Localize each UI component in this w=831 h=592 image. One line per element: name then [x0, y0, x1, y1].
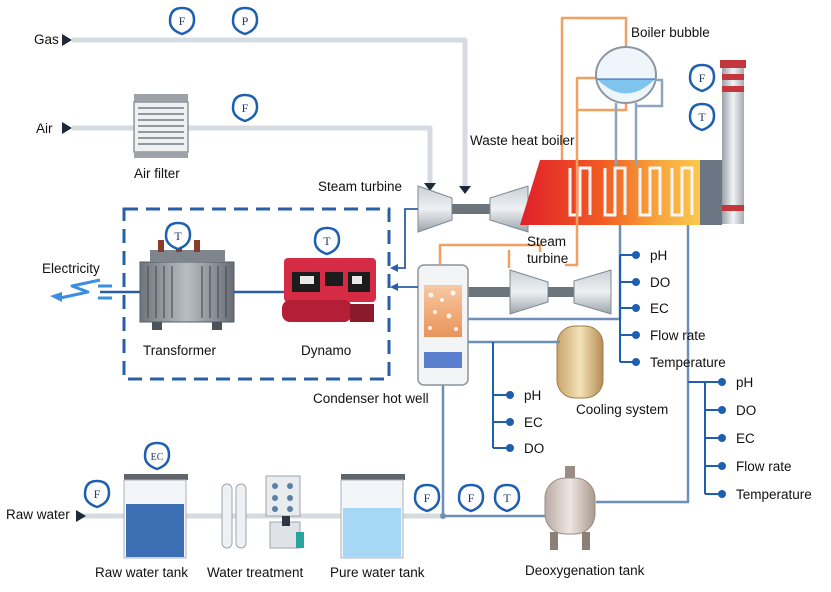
condenser-hot-well-label: Condenser hot well — [313, 391, 429, 406]
air-label: Air — [36, 121, 53, 136]
condenser-hot-well — [417, 264, 469, 386]
water-treatment-unit — [221, 475, 304, 549]
water-treatment-label: Water treatment — [207, 565, 304, 580]
gas-label: Gas — [34, 32, 59, 47]
dynamo-label: Dynamo — [301, 343, 352, 358]
electricity-output — [50, 278, 112, 302]
cooling-system — [556, 325, 604, 399]
transformer-label: Transformer — [143, 343, 217, 358]
steam-turbine-2-label: Steam turbine — [527, 234, 569, 266]
measurement-dots — [506, 251, 726, 498]
feed-measure-item: pH — [736, 375, 754, 390]
dynamo — [282, 258, 376, 322]
transformer-temperature-tag: T — [174, 229, 182, 243]
chimney — [720, 60, 746, 224]
gas-turbine-arrow — [459, 186, 471, 194]
gas-pipe — [72, 37, 468, 190]
generation-enclosure — [122, 207, 391, 381]
raw-tank-ec-tag: EC — [151, 452, 164, 463]
deoxygenation-tank-label: Deoxygenation tank — [525, 563, 645, 578]
feed-measure-item: Temperature — [736, 487, 812, 502]
steam-measure-item: Temperature — [650, 355, 726, 370]
air-filter — [133, 94, 189, 158]
drum-downcomer — [614, 78, 664, 165]
steam-turbine-1 — [417, 185, 540, 233]
air-turbine-arrow — [424, 183, 436, 191]
air-flow-tag: F — [242, 101, 249, 115]
sensor-pins — [83, 6, 716, 513]
condensate-measure-item: pH — [524, 388, 542, 403]
deoxygenation-tank-shape — [544, 466, 596, 550]
gas-pressure-tag: P — [242, 14, 249, 28]
air-inlet-arrow — [62, 122, 72, 134]
gas-inlet-arrow — [62, 34, 72, 46]
steam-measure-item: Flow rate — [650, 328, 706, 343]
junction-dot — [440, 513, 446, 519]
boiler-drum — [595, 46, 657, 104]
gas-flow-tag: F — [179, 14, 186, 28]
air-pipe — [72, 125, 433, 185]
steam-turbine-2 — [455, 269, 612, 315]
steam-measure-item: pH — [650, 248, 668, 263]
stack-temperature-tag: T — [698, 110, 706, 124]
sensor-pin-labels: F P F F T T T EC F F F T — [94, 14, 707, 505]
pure-water-tank-label: Pure water tank — [330, 565, 425, 580]
steam-turbine-1-label: Steam turbine — [318, 179, 403, 194]
steam-measure-item: DO — [650, 275, 671, 290]
electricity-label: Electricity — [42, 261, 100, 276]
feed-temperature-tag: T — [503, 491, 511, 505]
feed-measure-item: EC — [736, 431, 755, 446]
pure-water-flow-tag: F — [424, 491, 431, 505]
transformer — [139, 240, 235, 330]
turbine-to-dynamo-line — [390, 208, 418, 272]
raw-water-tank-label: Raw water tank — [95, 565, 189, 580]
steam-lines — [438, 16, 628, 268]
condensate-measure-item: DO — [524, 441, 545, 456]
cooling-system-label: Cooling system — [576, 402, 669, 417]
waste-heat-boiler — [520, 160, 722, 225]
pure-water-tank-shape — [340, 474, 405, 559]
air-filter-label: Air filter — [134, 166, 180, 181]
feed-measure-item: Flow rate — [736, 459, 792, 474]
raw-water-flow-tag: F — [94, 487, 101, 501]
boiler-bubble-label: Boiler bubble — [631, 25, 710, 40]
raw-water-arrow — [76, 510, 86, 522]
feed-flow-tag: F — [468, 491, 475, 505]
steam-measure-item: EC — [650, 301, 669, 316]
stack-flow-tag: F — [699, 71, 706, 85]
raw-water-tank-shape — [123, 474, 188, 559]
measurement-bus-condensate — [492, 342, 508, 449]
raw-water-label: Raw water — [6, 507, 70, 522]
measurement-bus-feed — [688, 381, 720, 495]
dynamo-temperature-tag: T — [323, 234, 331, 248]
waste-heat-boiler-label: Waste heat boiler — [470, 133, 575, 148]
feed-measure-item: DO — [736, 403, 757, 418]
condensate-measure-item: EC — [524, 415, 543, 430]
measurement-bus-steam — [619, 254, 634, 363]
